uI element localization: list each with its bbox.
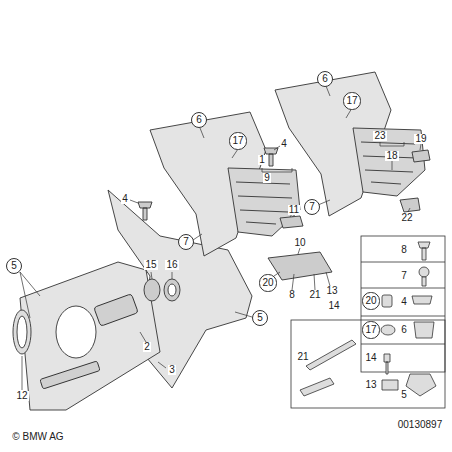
callout-number: 17 — [232, 136, 243, 146]
callout-number: 2 — [143, 342, 151, 352]
callout-number: 18 — [385, 151, 398, 161]
callout-circle: 17 — [229, 132, 246, 149]
copyright-note: 00130897 — [397, 420, 444, 430]
callout-number: 15 — [144, 260, 157, 270]
callout-circle: 6 — [317, 71, 333, 87]
callout-number: 6 — [322, 74, 328, 84]
callout-number: 13 — [364, 380, 377, 390]
callout-circle: 7 — [304, 199, 320, 215]
callout-circle: 7 — [178, 234, 194, 250]
callout-circle: 5 — [6, 258, 22, 274]
callout-number: 10 — [293, 238, 306, 248]
callout-number: 4 — [121, 194, 129, 204]
callout-number: 3 — [168, 365, 176, 375]
callout-number: 16 — [165, 260, 178, 270]
callout-number: 8 — [400, 245, 408, 255]
callout-number: 20 — [365, 296, 376, 306]
callout-number: 11 — [288, 205, 300, 215]
callout-number: 14 — [364, 353, 377, 363]
callout-number: 22 — [400, 213, 413, 223]
callout-number: 6 — [196, 115, 202, 125]
callout-circle: 20 — [362, 292, 379, 309]
callout-number: 19 — [414, 134, 427, 144]
callout-number: 5 — [400, 390, 408, 400]
callout-number: 17 — [365, 325, 376, 335]
callout-circle: 6 — [191, 112, 207, 128]
callout-number: 9 — [263, 173, 271, 183]
callout-number: 23 — [373, 131, 386, 141]
callout-number: 7 — [183, 237, 189, 247]
callout-number: 21 — [296, 352, 309, 362]
callout-number: 21 — [308, 290, 321, 300]
callout-circle: 5 — [252, 310, 268, 326]
callout-number: 4 — [280, 139, 288, 149]
callout-number: 12 — [15, 391, 28, 401]
callout-number: 8 — [288, 290, 296, 300]
callout-number: 5 — [257, 313, 263, 323]
callout-number: 14 — [327, 301, 340, 311]
callout-number: 4 — [400, 297, 408, 307]
callout-circle: 17 — [362, 321, 379, 338]
callout-number: 17 — [346, 96, 357, 106]
callout-number: 13 — [325, 286, 338, 296]
callout-number: 7 — [400, 271, 408, 281]
callout-number: 7 — [309, 202, 315, 212]
callout-number: 1 — [258, 155, 266, 165]
copyright-note: © BMW AG — [11, 432, 64, 442]
callout-circle: 20 — [259, 274, 276, 291]
callout-circle: 17 — [343, 92, 360, 109]
callout-number: 5 — [11, 261, 17, 271]
callout-number: 20 — [262, 278, 273, 288]
callout-number: 6 — [400, 325, 408, 335]
